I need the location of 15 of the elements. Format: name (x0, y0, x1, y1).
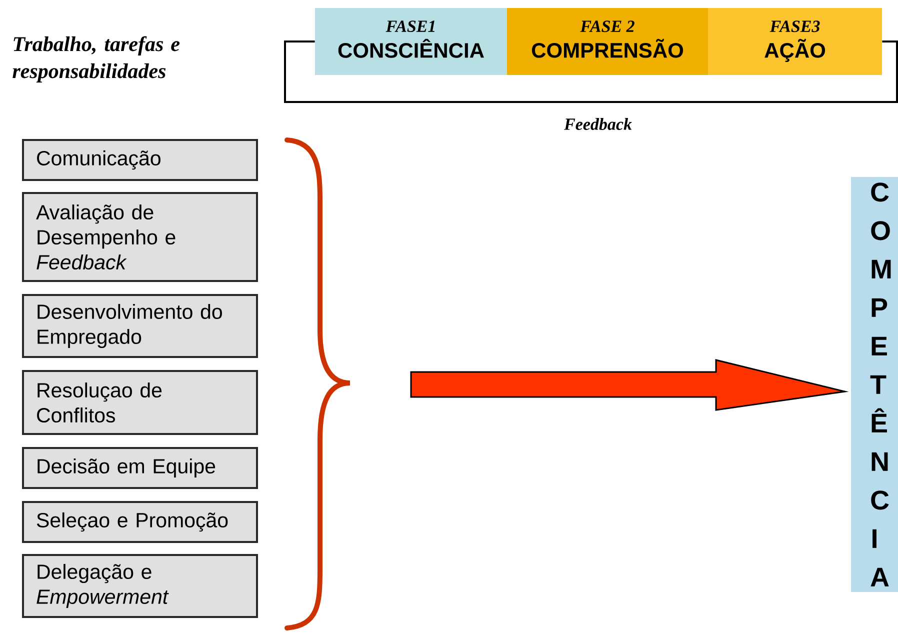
phase-box: FASE3 AÇÃO (708, 8, 882, 75)
topic-box: Decisão em Equipe (22, 447, 258, 489)
topic-box: Desenvolvimento do Empregado (22, 294, 258, 358)
result-bar: COMPETÊNCIA (851, 177, 898, 592)
topic-box: Comunicação (22, 139, 258, 181)
phase-box: FASE1 CONSCIÊNCIA (315, 8, 507, 75)
topic-box: Seleçao e Promoção (22, 501, 258, 543)
block-arrow (410, 359, 849, 411)
topic-box: Resoluçao de Conflitos (22, 370, 258, 435)
edge-label: Feedback (563, 117, 633, 131)
phase-box: FASE 2 COMPRENSÃO (507, 8, 708, 75)
topic-box: Delegação e Empowerment (22, 554, 258, 618)
feedback-loop (284, 40, 898, 103)
heading: Trabalho, tarefas e responsabilidades (12, 36, 180, 82)
topic-box: Avaliação de Desempenho e Feedback (22, 192, 258, 282)
